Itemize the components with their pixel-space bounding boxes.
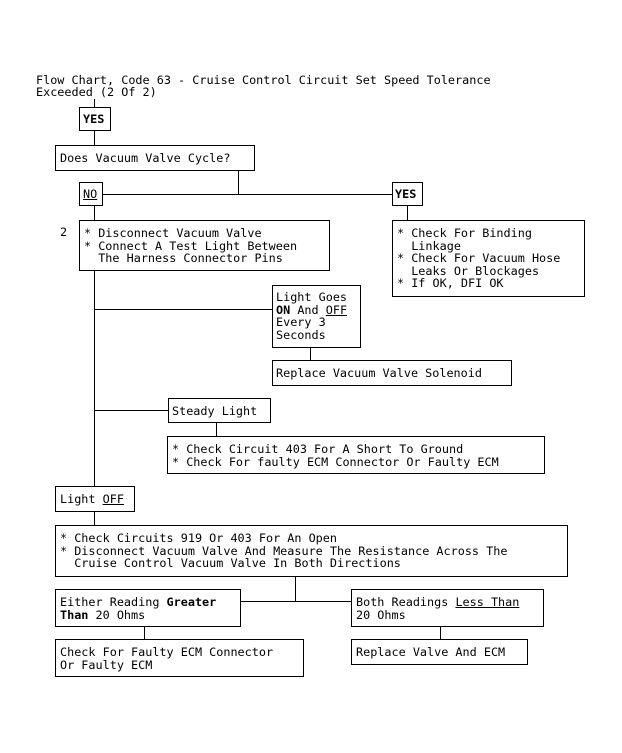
greater-line-2: Than 20 Ohms: [60, 607, 146, 622]
greater-prefix: Either Reading: [60, 595, 167, 609]
binding-linkage-box: * Check For Binding Linkage * Check For …: [392, 220, 585, 297]
connector-line: [310, 348, 311, 360]
connector-line: [94, 309, 272, 310]
connector-line: [216, 423, 217, 436]
greater-bold: Greater: [166, 595, 217, 609]
check-short-box: * Check Circuit 403 For A Short To Groun…: [167, 436, 545, 474]
light-prefix: Light: [60, 492, 103, 506]
steady-light-box: Steady Light: [168, 398, 271, 423]
less-than-text: Less Than: [455, 595, 520, 609]
connector-line: [94, 512, 95, 525]
off-step-2: * Disconnect Vacuum Valve And Measure Th…: [60, 543, 508, 558]
and-text: And: [290, 302, 326, 317]
check-open-box: * Check Circuits 919 Or 403 For An Open …: [55, 525, 568, 577]
connector-line: [240, 601, 352, 602]
connector-line: [144, 627, 145, 639]
faulty-ecm-line-2: Or Faulty ECM: [60, 657, 153, 672]
step-number: 2: [60, 225, 68, 239]
on-text: ON: [276, 302, 291, 317]
light-goes-line-4: Seconds: [276, 327, 326, 342]
steady-step-2: * Check For faulty ECM Connector Or Faul…: [172, 454, 499, 469]
no-box: NO: [79, 182, 103, 206]
replace-solenoid-box: Replace Vacuum Valve Solenoid: [272, 360, 512, 386]
less-prefix: Both Readings: [356, 595, 456, 609]
no-step-2: * Connect A Test Light Between: [84, 238, 298, 253]
yes-top-box: YES: [79, 107, 111, 131]
yes-top-label: YES: [83, 112, 105, 126]
light-off-label: Light OFF: [60, 493, 124, 506]
no-step-3: The Harness Connector Pins: [84, 251, 283, 266]
yes-step-2: Linkage: [397, 238, 461, 253]
replace-solenoid-label: Replace Vacuum Valve Solenoid: [276, 366, 482, 380]
replace-valve-ecm-box: Replace Valve And ECM: [351, 639, 528, 665]
yes-step-5: * If OK, DFI OK: [397, 276, 504, 291]
connector-line: [295, 577, 296, 601]
question-box: Does Vacuum Valve Cycle?: [55, 145, 255, 171]
no-step-1: * Disconnect Vacuum Valve: [84, 226, 262, 240]
off-text: OFF: [325, 302, 348, 317]
connector-line: [440, 627, 441, 639]
greater-line-1: Either Reading Greater: [60, 596, 216, 609]
no-label: NO: [83, 187, 98, 201]
connector-line: [102, 194, 392, 195]
light-goes-line-1: Light Goes: [276, 290, 348, 304]
yes-right-label: YES: [395, 187, 417, 201]
connector-line: [94, 206, 95, 220]
chart-title-line-1: Flow Chart, Code 63 - Cruise Control Cir…: [36, 73, 491, 87]
disconnect-valve-box: * Disconnect Vacuum Valve * Connect A Te…: [79, 220, 330, 271]
faulty-ecm-box: Check For Faulty ECM Connector Or Faulty…: [55, 639, 304, 677]
question-label: Does Vacuum Valve Cycle?: [60, 151, 231, 165]
yes-step-1: * Check For Binding: [397, 226, 532, 240]
steady-step-1: * Check Circuit 403 For A Short To Groun…: [172, 442, 464, 456]
connector-line: [94, 131, 95, 145]
steady-light-label: Steady Light: [172, 404, 258, 418]
light-off-text: OFF: [102, 492, 124, 506]
yes-right-box: YES: [392, 182, 423, 206]
greater-than-box: Either Reading Greater Than 20 Ohms: [55, 589, 241, 627]
connector-line: [94, 410, 168, 411]
connector-line: [238, 170, 239, 194]
light-goes-line-2: ON And OFF: [276, 302, 348, 317]
yes-step-3: * Check For Vacuum Hose: [397, 251, 561, 266]
less-line-1: Both Readings Less Than: [356, 596, 519, 609]
light-goes-on-off-box: Light Goes ON And OFF Every 3 Seconds: [272, 285, 361, 348]
light-off-box: Light OFF: [55, 486, 135, 512]
connector-line: [407, 206, 408, 220]
light-goes-line-3: Every 3: [276, 315, 326, 330]
less-than-box: Both Readings Less Than 20 Ohms: [351, 589, 544, 627]
connector-line: [94, 271, 95, 486]
greater-suffix: 20 Ohms: [88, 607, 146, 622]
yes-step-4: Leaks Or Blockages: [397, 263, 540, 278]
off-step-3: Cruise Control Vacuum Valve In Both Dire…: [60, 556, 401, 571]
faulty-ecm-line-1: Check For Faulty ECM Connector: [60, 645, 274, 659]
connector-line: [94, 99, 95, 107]
off-step-1: * Check Circuits 919 Or 403 For An Open: [60, 531, 337, 545]
than-bold: Than: [60, 607, 89, 622]
chart-title-line-2: Exceeded (2 Of 2): [36, 85, 157, 99]
less-line-2: 20 Ohms: [356, 607, 406, 622]
replace-valve-ecm-label: Replace Valve And ECM: [356, 645, 506, 659]
